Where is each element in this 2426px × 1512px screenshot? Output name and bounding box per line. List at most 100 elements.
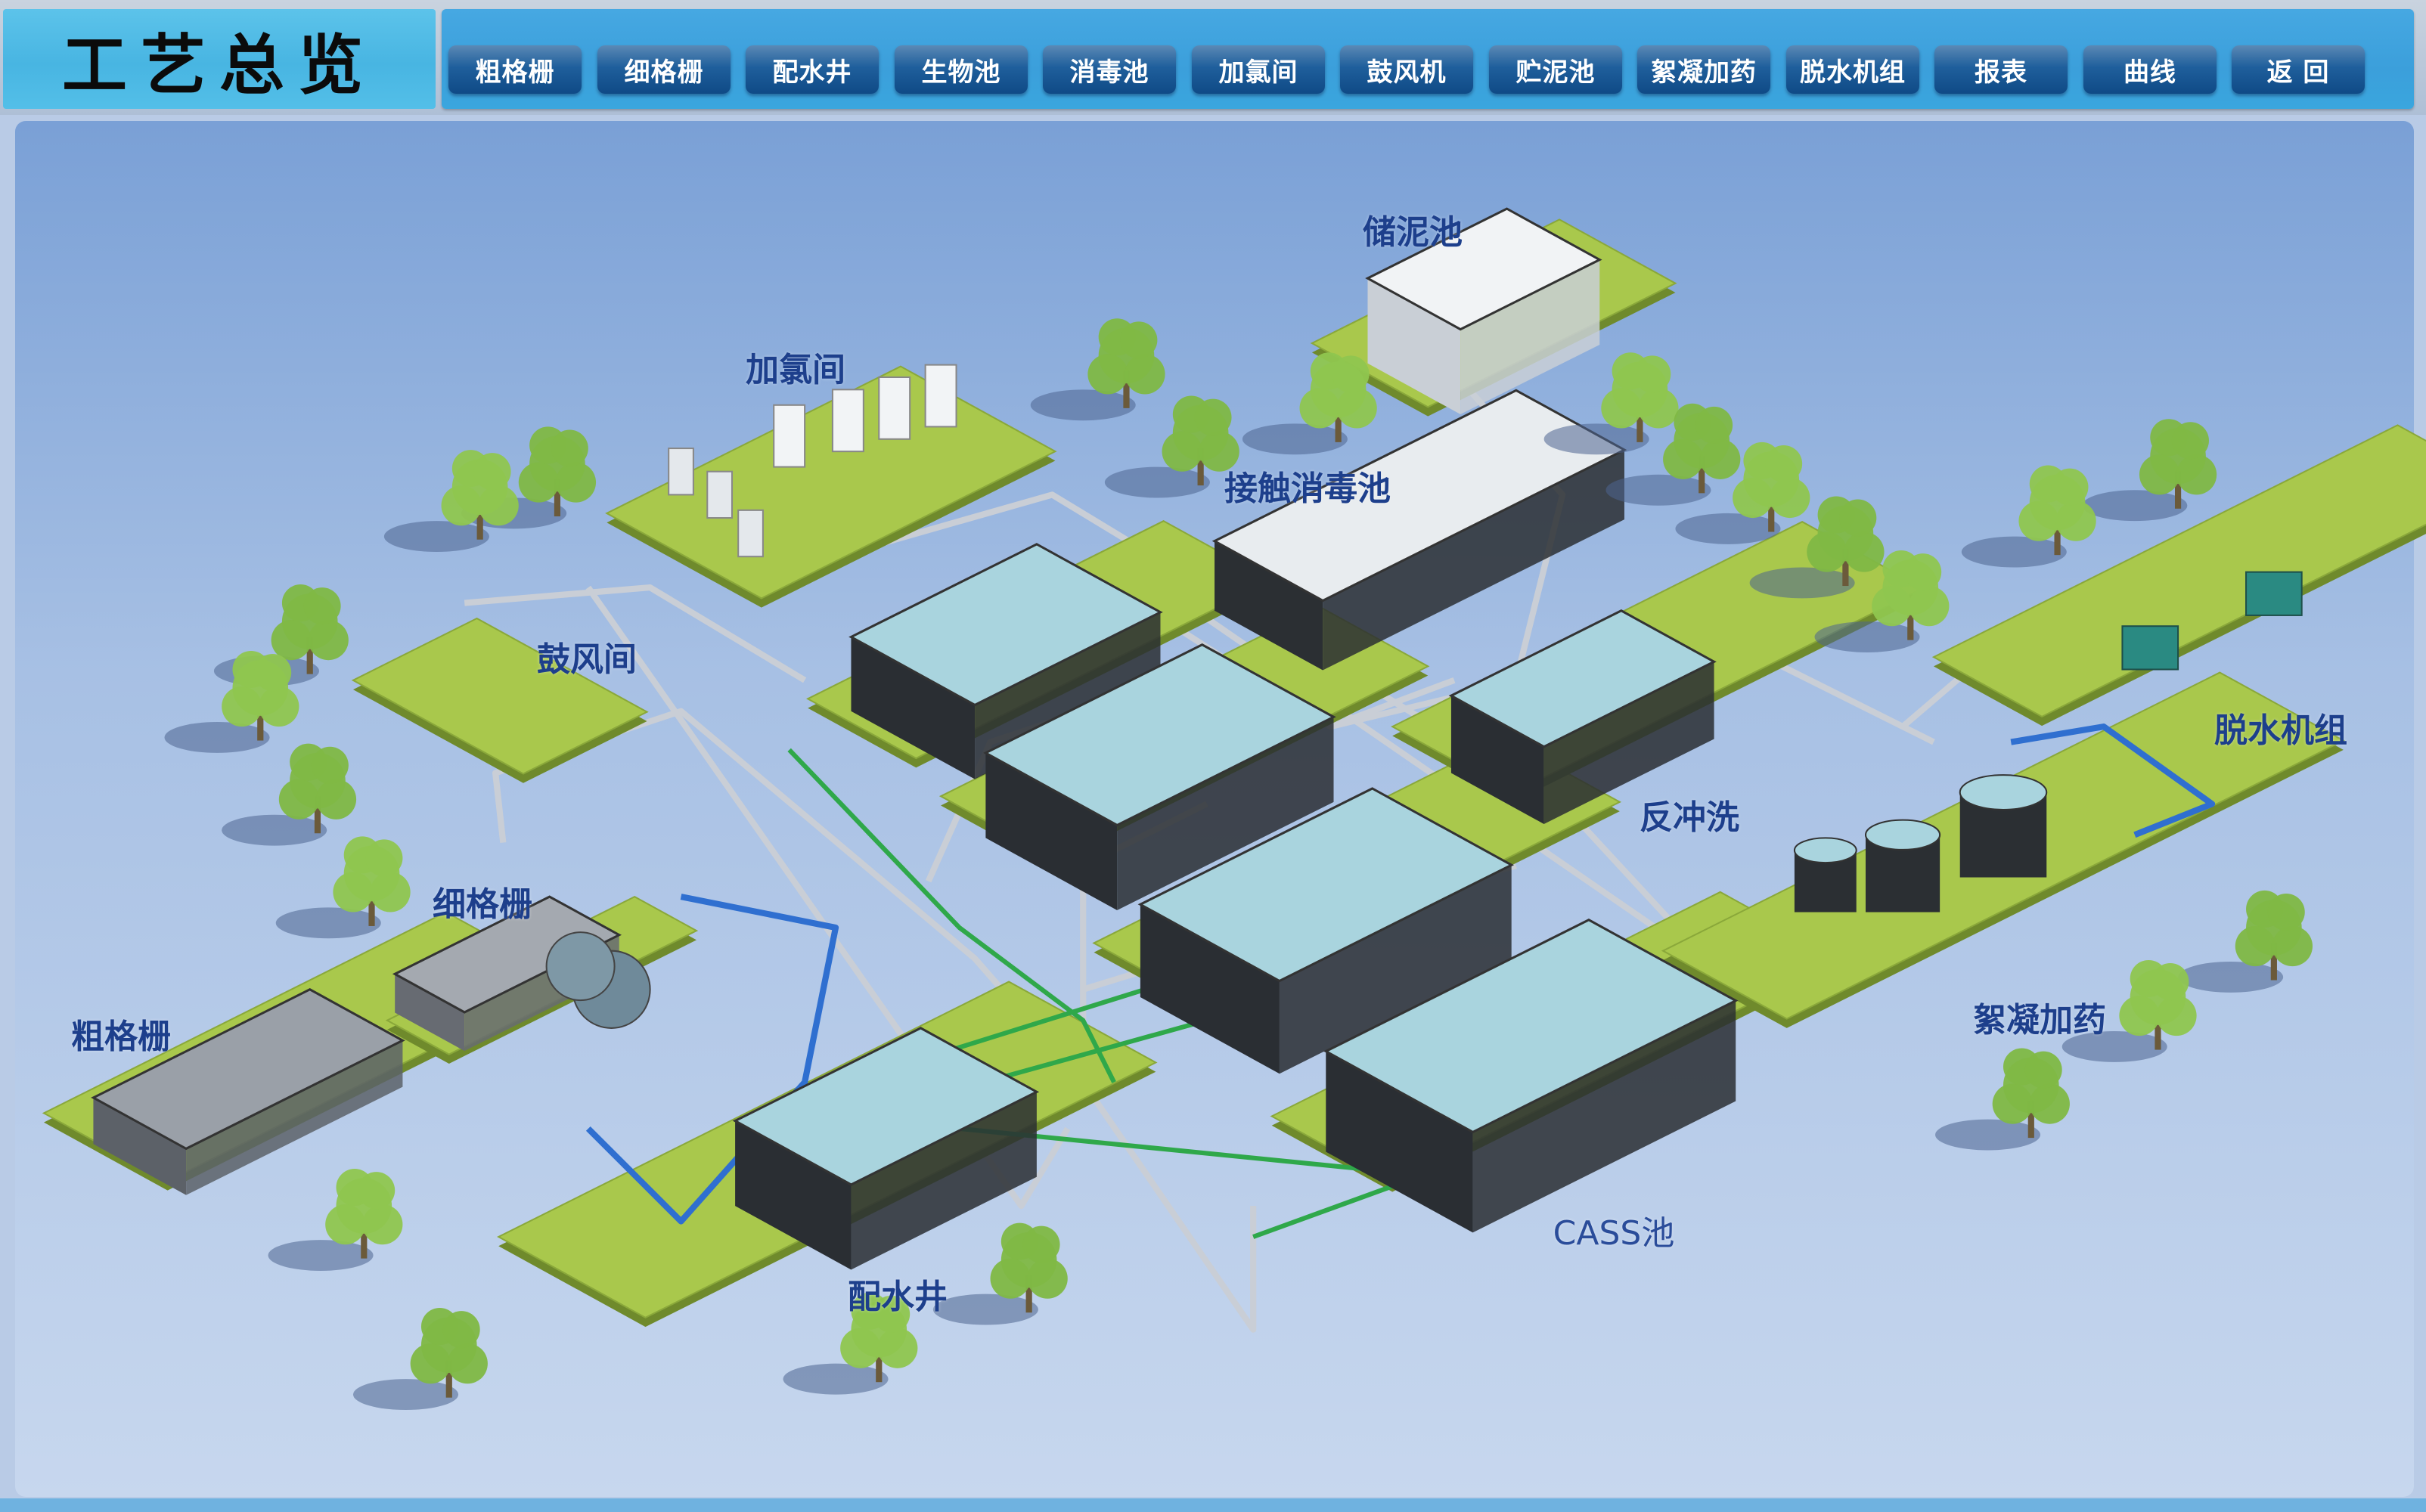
tree-icon <box>2156 995 2197 1036</box>
tree-shadow <box>1935 1119 2041 1151</box>
tree-shadow <box>783 1363 889 1395</box>
chlorinator-cabinet-1 <box>831 389 864 453</box>
tree-icon <box>1992 1083 2033 1124</box>
tree-shadow <box>1543 423 1649 455</box>
tree-icon <box>222 686 262 727</box>
page-title: 工艺总览 <box>62 26 377 104</box>
dewatering-machine-0 <box>2121 625 2179 671</box>
dosing-tank-top-1 <box>1864 819 1941 850</box>
coarse-screen-building-front <box>93 1097 187 1195</box>
nav-disinfection-tank-button[interactable]: 消毒池 <box>1043 45 1176 94</box>
tree-icon <box>2151 963 2189 1001</box>
tree-icon <box>254 654 292 692</box>
chlorine-cylinder-2 <box>737 509 764 558</box>
tree-icon <box>1770 477 1810 519</box>
tree-icon <box>1695 406 1733 444</box>
tree-trunk <box>1123 370 1130 408</box>
label-cass-tank[interactable]: CASS池 <box>1553 1214 1675 1253</box>
cass-tank-1-front <box>851 637 976 779</box>
nav-bio-tank-button[interactable]: 生物池 <box>895 45 1028 94</box>
tree-icon <box>362 1204 403 1245</box>
tree-trunk <box>257 703 264 741</box>
tree-icon <box>1125 354 1165 395</box>
tree-icon <box>1839 499 1877 537</box>
tree-shadow <box>268 1240 374 1271</box>
contact-disinfection-building-side <box>1323 450 1624 671</box>
label-blower-room[interactable]: 鼓风间 <box>537 640 637 679</box>
tree-icon <box>2051 468 2089 506</box>
label-fine-screen[interactable]: 细格栅 <box>433 885 532 924</box>
tree-trunk <box>368 888 375 926</box>
nav-fine-screen-button[interactable]: 细格栅 <box>597 45 731 94</box>
tree-icon <box>1120 321 1158 359</box>
tree-icon <box>1844 531 1885 572</box>
nav-blower-button[interactable]: 鼓风机 <box>1340 45 1473 94</box>
backwash-tank-front <box>1450 696 1544 824</box>
tree-icon <box>333 872 374 912</box>
label-chlorination-room[interactable]: 加氯间 <box>746 351 845 389</box>
tree-trunk <box>876 1345 883 1383</box>
tree-shadow <box>2178 961 2284 993</box>
nav-coarse-screen-button[interactable]: 粗格栅 <box>448 45 582 94</box>
tree-shadow <box>383 521 489 553</box>
nav-dewatering-button[interactable]: 脱水机组 <box>1786 45 1919 94</box>
label-dewatering-unit[interactable]: 脱水机组 <box>2214 711 2347 750</box>
tree-icon <box>1336 388 1377 429</box>
tree-icon <box>2024 1051 2062 1089</box>
tree-shadow <box>1675 513 1781 544</box>
coarse-screen-building-top <box>91 988 405 1151</box>
label-distribution-well[interactable]: 配水井 <box>848 1278 948 1316</box>
cass-tank-1-top <box>848 543 1163 707</box>
backwash-tank-top <box>1448 609 1717 748</box>
label-flocculant-dosing[interactable]: 絮凝加药 <box>1973 1001 2106 1040</box>
chlorinator-cabinet-3 <box>924 364 957 428</box>
fine-screen-building-top <box>392 895 622 1014</box>
label-backwash[interactable]: 反冲洗 <box>1640 798 1739 837</box>
nav-chlorination-button[interactable]: 加氯间 <box>1192 45 1325 94</box>
top-bar: 工艺总览 粗格栅 细格栅 配水井 生物池 消毒池 加氯间 鼓风机 贮泥池 絮凝加… <box>0 0 2426 115</box>
distribution-well-tank-top <box>732 1027 1040 1186</box>
tree-icon <box>555 462 597 503</box>
tree-icon <box>1022 1225 1060 1263</box>
tree-shadow <box>1030 389 1136 421</box>
chlorinator-cabinet-0 <box>773 404 806 468</box>
tree-icon <box>2171 422 2209 460</box>
tree-icon <box>518 462 559 503</box>
tree-icon <box>1872 586 1913 627</box>
tree-icon <box>365 839 403 877</box>
tree-shadow <box>164 722 270 753</box>
tree-icon <box>2139 454 2180 495</box>
cass-tank-4-side <box>1472 1000 1736 1233</box>
nav-back-button[interactable]: 返 回 <box>2232 45 2365 94</box>
tree-icon <box>308 620 349 661</box>
tree-trunk <box>1842 548 1849 587</box>
nav-flocculant-button[interactable]: 絮凝加药 <box>1637 45 1770 94</box>
tree-icon <box>1765 445 1803 483</box>
tree-icon <box>1027 1258 1068 1299</box>
label-coarse-screen[interactable]: 粗格栅 <box>71 1018 171 1056</box>
tree-icon <box>441 485 482 526</box>
tree-shadow <box>275 907 381 939</box>
nav-sludge-tank-button[interactable]: 贮泥池 <box>1489 45 1622 94</box>
title-panel: 工艺总览 <box>3 9 436 109</box>
tree-icon <box>1299 388 1340 429</box>
label-contact-disinfection[interactable]: 接触消毒池 <box>1224 469 1391 508</box>
chlorine-cylinder-0 <box>668 448 694 496</box>
dosing-tank-top-0 <box>1793 837 1857 864</box>
sludge-storage-building-side <box>1460 259 1600 415</box>
tree-shadow <box>2082 490 2188 522</box>
tree-icon <box>1733 477 1773 519</box>
nav-report-button[interactable]: 报表 <box>1934 45 2068 94</box>
distribution-well-tank-side <box>851 1092 1037 1270</box>
pipe-blue-1 <box>585 894 839 1225</box>
sludge-storage-building-top <box>1365 207 1602 331</box>
label-sludge-storage[interactable]: 储泥池 <box>1363 213 1463 252</box>
tree-icon <box>473 453 511 491</box>
dosing-tank-top-2 <box>1959 774 2048 810</box>
platform-blower-room <box>351 617 649 775</box>
tree-icon <box>1194 398 1232 436</box>
tree-icon <box>315 779 357 820</box>
nav-curve-button[interactable]: 曲线 <box>2083 45 2217 94</box>
nav-distribution-well-button[interactable]: 配水井 <box>746 45 879 94</box>
cass-tank-2-front <box>985 752 1118 910</box>
